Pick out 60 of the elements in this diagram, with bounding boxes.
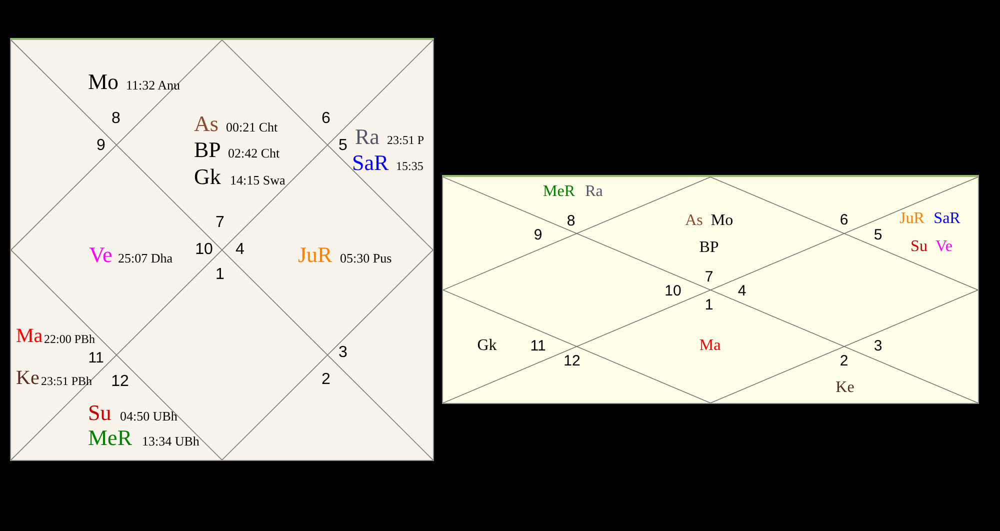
planet-degree-text: 11:32 Anu — [126, 78, 180, 92]
planet-abbreviation: BP — [699, 240, 719, 256]
house-number: 11 — [530, 338, 546, 354]
planet-abbreviation: As — [194, 113, 218, 135]
planet-abbreviation: JuR — [298, 244, 332, 266]
planet-abbreviation: Ra — [355, 126, 380, 148]
planet-degree-text: 05:30 Pus — [340, 252, 392, 264]
house-number: 4 — [738, 284, 746, 298]
planet-abbreviation: As — [685, 213, 703, 229]
house-number: 1 — [216, 267, 224, 283]
planet-abbreviation: Mo — [710, 213, 734, 229]
planet-abbreviation: Ke — [836, 380, 854, 396]
planet-abbreviation: Su — [88, 402, 112, 424]
house-number: 12 — [111, 374, 129, 390]
house-number: 9 — [96, 138, 106, 154]
house-number: 11 — [88, 350, 104, 366]
planet-degree-text: 13:34 UBh — [142, 434, 200, 448]
planet-abbreviation: Su — [910, 239, 928, 255]
house-number: 8 — [566, 214, 576, 228]
planet-degree-text: 22:00 PBh — [44, 333, 96, 345]
house-number: 5 — [874, 228, 882, 242]
planet-abbreviation: Gk — [477, 338, 497, 354]
planet-degree-text: 23:51 PBh — [41, 375, 92, 387]
house-number: 7 — [216, 215, 224, 231]
planet-degree-text: 23:51 P — [387, 134, 424, 146]
planet-abbreviation: SaR — [934, 211, 960, 227]
house-number: 2 — [840, 354, 848, 368]
house-number: 5 — [338, 138, 348, 154]
house-number: 12 — [564, 354, 580, 368]
house-number: 6 — [322, 111, 330, 127]
planet-degree-text: 04:50 UBh — [120, 410, 178, 422]
planet-abbreviation: Ke — [16, 368, 40, 388]
planet-abbreviation: Ve — [936, 239, 952, 255]
planet-abbreviation: MeR — [543, 184, 575, 200]
planet-abbreviation: Ma — [699, 338, 721, 354]
planet-degree-text: 14:15 Swa — [230, 174, 286, 186]
planet-abbreviation: BP — [194, 139, 221, 161]
planet-degree-text: 15:35 — [396, 160, 424, 172]
house-number: 9 — [534, 228, 542, 242]
house-number: 7 — [704, 270, 714, 284]
planet-abbreviation: JuR — [900, 211, 924, 227]
house-number: 8 — [112, 111, 120, 127]
planet-abbreviation: Mo — [88, 71, 119, 93]
house-number: 2 — [322, 372, 330, 388]
house-number: 6 — [840, 212, 848, 228]
planet-abbreviation: Ra — [585, 184, 603, 200]
planet-degree-text: 25:07 Dha — [118, 252, 173, 264]
planet-degree-text: 00:21 Cht — [226, 120, 278, 134]
house-number: 10 — [664, 284, 682, 298]
house-number: 1 — [704, 298, 714, 312]
house-number: 3 — [338, 345, 348, 361]
planet-abbreviation: MeR — [88, 427, 132, 449]
planet-degree-text: 02:42 Cht — [228, 146, 280, 160]
planet-abbreviation: Ve — [89, 244, 112, 266]
planet-abbreviation: Ma — [16, 326, 43, 346]
house-number: 3 — [874, 338, 882, 354]
house-number: 4 — [236, 242, 244, 258]
planet-abbreviation: SaR — [352, 152, 389, 174]
planet-abbreviation: Gk — [194, 166, 221, 188]
house-number: 10 — [195, 242, 213, 258]
